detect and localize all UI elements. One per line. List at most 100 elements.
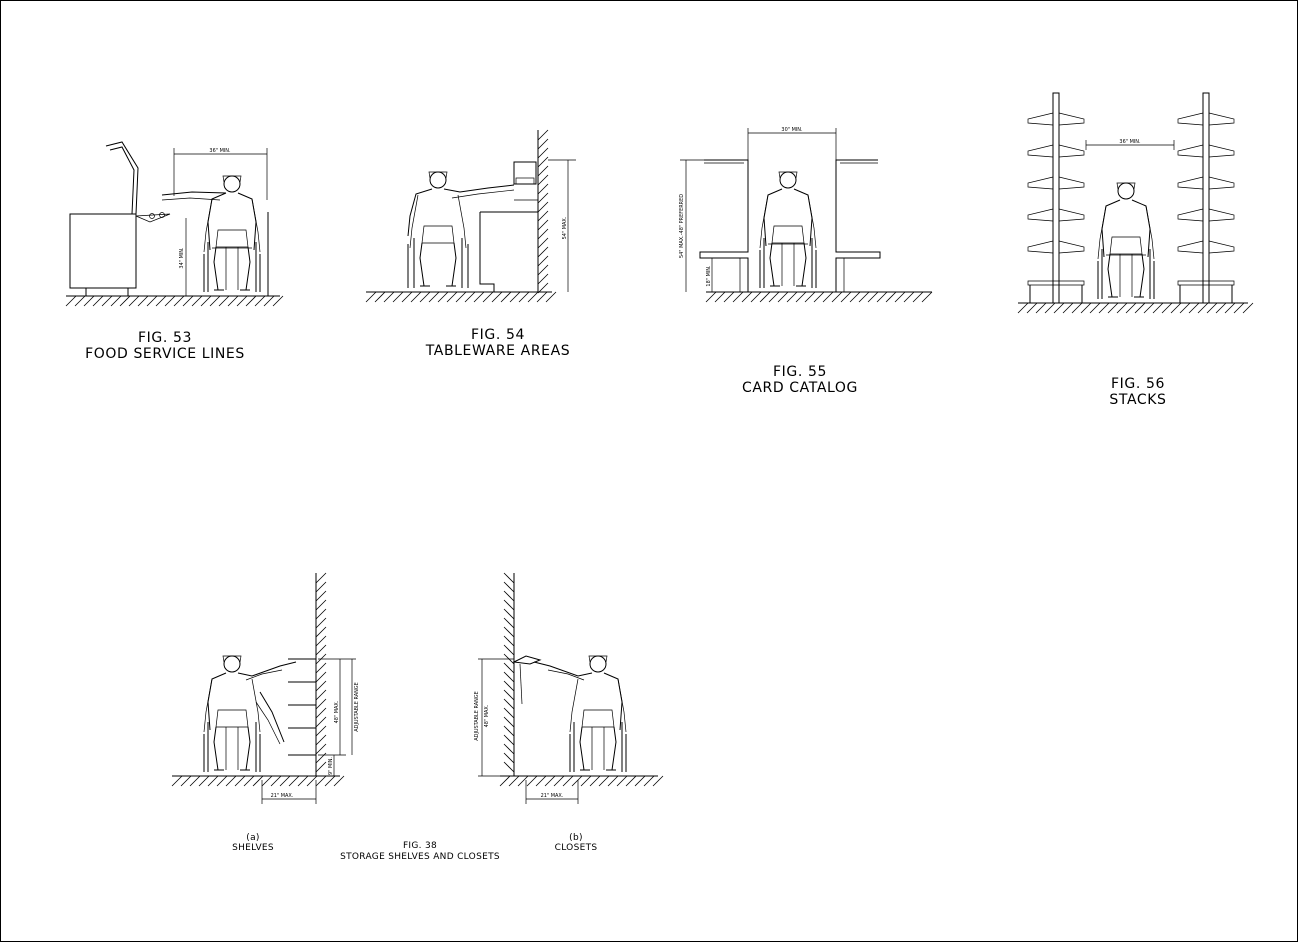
fig53-dim-height-label: 34" MIN. [179,247,185,269]
fig53-floor [65,295,284,307]
hatch-line [616,775,628,787]
hatch-line [119,295,131,307]
hatch-line [786,291,798,303]
hatch-line [428,291,440,303]
fig38b-wall [503,572,515,776]
hatch-line [1125,302,1137,314]
hatch-line [410,291,422,303]
fig55-floor [705,291,933,303]
hatch-line [315,743,327,755]
hatch-line [831,291,843,303]
hatch-line [537,228,549,240]
hatch-line [288,775,300,787]
fig53-number: FIG. 53 [138,330,192,346]
hatch-line [518,291,530,303]
fig53-title: FOOD SERVICE LINES [85,346,245,362]
hatch-line [270,775,282,787]
hatch-line [537,192,549,204]
hatch-line [553,775,565,787]
hatch-line [1143,302,1155,314]
hatch-line [1188,302,1200,314]
fig55-title: CARD CATALOG [742,380,858,396]
hatch-line [1242,302,1254,314]
hatch-line [315,761,327,773]
hatch-line [365,291,377,303]
hatch-line [876,291,888,303]
hatch-line [537,246,549,258]
hatch-line [243,775,255,787]
hatch-line [216,775,228,787]
hatch-line [1089,302,1101,314]
hatch-line [580,775,592,787]
hatch-line [315,590,327,602]
hatch-line [1206,302,1218,314]
hatch-line [491,291,503,303]
fig56-drawing: 36" MIN. [1017,92,1254,314]
fig53-drawing: 36" MIN. 34" MIN. [65,141,284,307]
hatch-line [537,264,549,276]
fig53-counter [69,141,171,296]
hatch-line [236,295,248,307]
hatch-line [503,581,515,593]
hatch-line [180,775,192,787]
hatch-line [499,775,511,787]
hatch-line [1098,302,1110,314]
fig54-dimension-height: 54" MAX. [548,159,576,292]
hatch-line [315,617,327,629]
hatch-line [535,775,547,787]
hatch-line [589,775,601,787]
hatch-line [315,725,327,737]
hatch-line [503,662,515,674]
hatch-line [173,295,185,307]
fig53-dim-width-label: 36" MIN. [209,148,231,154]
hatch-line [537,237,549,249]
fig38a-wall [315,572,327,776]
fig55-number: FIG. 55 [773,364,827,380]
hatch-line [464,291,476,303]
hatch-line [503,599,515,611]
fig38a-shelves [288,658,316,756]
fig38a-dim-min-label: 9" MIN. [328,757,334,775]
fig56-floor [1017,302,1254,314]
hatch-line [207,775,219,787]
hatch-line [315,644,327,656]
fig38-number: FIG. 38 [403,841,437,851]
hatch-line [503,590,515,602]
hatch-line [252,775,264,787]
fig56-person [1097,182,1155,300]
hatch-line [537,183,549,195]
fig38b-drawing: ADJUSTABLE RANGE 48" MAX. 21" MAX. [474,572,664,804]
hatch-line [189,775,201,787]
hatch-line [1197,302,1209,314]
hatch-line [545,291,557,303]
hatch-line [146,295,158,307]
hatch-line [858,291,870,303]
hatch-line [83,295,95,307]
fig38b-person [533,655,627,773]
hatch-line [315,671,327,683]
hatch-line [191,295,203,307]
fig38a-title: SHELVES [232,843,274,853]
hatch-line [537,174,549,186]
hatch-line [537,210,549,222]
hatch-line [261,775,273,787]
hatch-line [537,273,549,285]
hatch-line [503,725,515,737]
hatch-line [1071,302,1083,314]
hatch-line [503,734,515,746]
hatch-line [759,291,771,303]
hatch-line [537,201,549,213]
fig54-drawing: 54" MAX. [365,129,576,303]
hatch-line [315,689,327,701]
hatch-line [437,291,449,303]
hatch-line [1233,302,1245,314]
fig55-dimension-width: 30" MIN. [748,127,836,134]
fig54-title: TABLEWARE AREAS [425,343,571,359]
hatch-line [634,775,646,787]
hatch-line [537,165,549,177]
fig55-catalog-cabinets [699,128,881,292]
hatch-line [315,775,327,787]
fig38b-dim-reach-label: 21" MAX. [541,793,564,799]
hatch-line [1026,302,1038,314]
